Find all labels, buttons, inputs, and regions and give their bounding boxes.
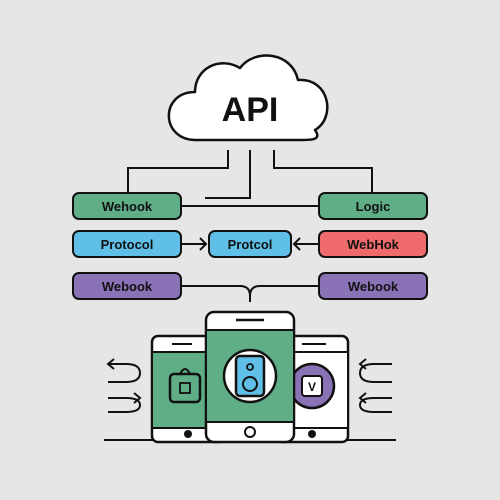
cloud-icon (167, 54, 329, 142)
center-phone (204, 310, 296, 444)
bracket-left (182, 285, 251, 302)
bottom-bracket (182, 285, 318, 302)
connector-cloud-right (273, 150, 373, 192)
sync-arrow-left-bottom-icon (108, 392, 142, 413)
connector-cloud-left (127, 150, 229, 192)
webook-left-pill[interactable]: Webook (72, 272, 182, 300)
arrows-to-center (182, 237, 318, 251)
sync-arrow-right-top-icon (358, 358, 392, 383)
protcol-center-pill[interactable]: Protcol (208, 230, 292, 258)
wehook-pill[interactable]: Wehook (72, 192, 182, 220)
bracket-right (249, 285, 318, 297)
api-label: API (221, 90, 279, 129)
connector-cloud-center (205, 150, 251, 199)
protocol-pill[interactable]: Protocol (72, 230, 182, 258)
speaker-icon (222, 348, 278, 404)
sync-arrow-left-top-icon (106, 358, 142, 383)
shopping-bag-icon (168, 368, 202, 404)
arrow-right-head (292, 237, 301, 251)
left-arrows (106, 358, 142, 413)
v-badge-letter: V (308, 380, 316, 394)
sync-arrow-right-bottom-icon (358, 392, 392, 413)
arrow-left-head (199, 237, 208, 251)
cloud-connectors (127, 150, 373, 207)
webook-right-pill[interactable]: Webook (318, 272, 428, 300)
right-arrows (358, 358, 392, 413)
webhok-pill[interactable]: WebHok (318, 230, 428, 258)
v-badge-icon: V (288, 362, 336, 410)
logic-pill[interactable]: Logic (318, 192, 428, 220)
